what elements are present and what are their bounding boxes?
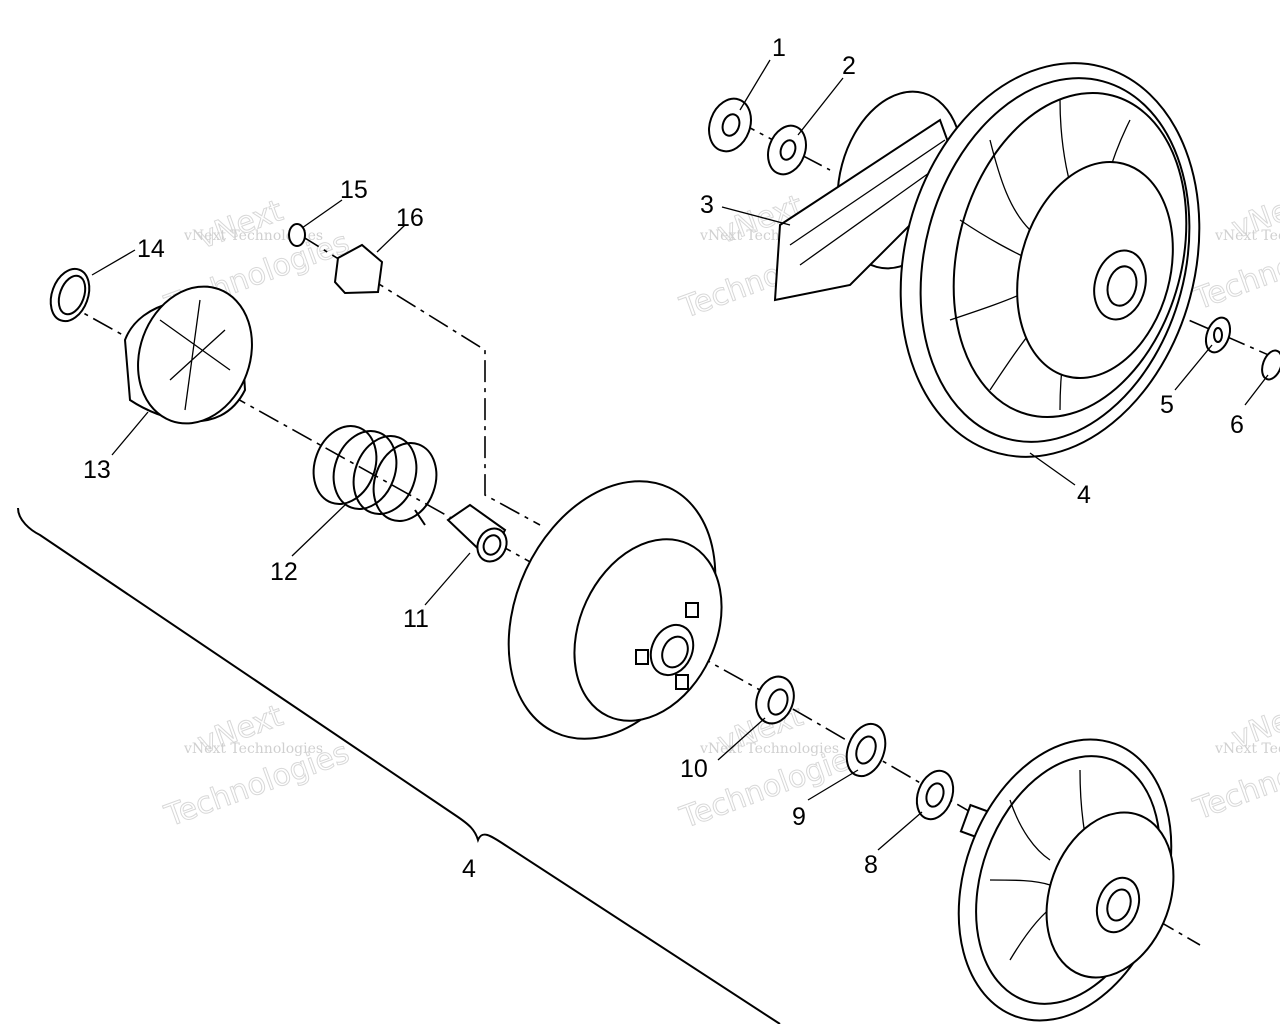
callout-3: 3 [700,191,714,219]
callout-5: 5 [1160,391,1174,419]
washer-1 [708,97,752,153]
nut-6 [1261,349,1280,381]
callout-16: 16 [396,204,424,232]
callout-9: 9 [792,803,806,831]
callout-1: 1 [772,34,786,62]
callout-15: 15 [340,176,368,204]
washer-15 [288,223,306,247]
roller-16 [333,243,384,295]
callout-2: 2 [842,52,856,80]
washer-5 [1204,316,1232,354]
callout-10: 10 [680,755,708,783]
watermark-text: vNext Technologies [1214,228,1280,244]
callout-4-top: 4 [1077,481,1091,509]
watermark-text: vNext Technologies [1214,741,1280,757]
washer-9 [845,722,887,778]
callout-14: 14 [137,235,165,263]
watermark-text: vNext Technologies [183,741,323,757]
snap-ring-14 [49,267,91,323]
callouts: 1 2 3 4 5 6 4 8 9 10 11 12 13 14 15 16 [83,34,1244,883]
exploded-parts-left [49,223,1175,1022]
callout-12: 12 [270,558,298,586]
bearing-10 [755,675,795,725]
washer-2 [767,124,807,176]
watermark-vnext: vNext [193,193,288,256]
callout-4-bracket: 4 [462,855,476,883]
leader-lines [91,59,1269,851]
callout-13: 13 [83,456,111,484]
callout-8: 8 [864,851,878,879]
callout-6: 6 [1230,411,1244,439]
washer-8 [915,769,955,821]
callout-11: 11 [403,605,429,633]
spring-12 [312,425,438,526]
watermark-text: vNext Technologies [183,228,323,244]
assembly-bracket [17,507,781,1024]
clutch-assembly-top [708,62,1280,458]
